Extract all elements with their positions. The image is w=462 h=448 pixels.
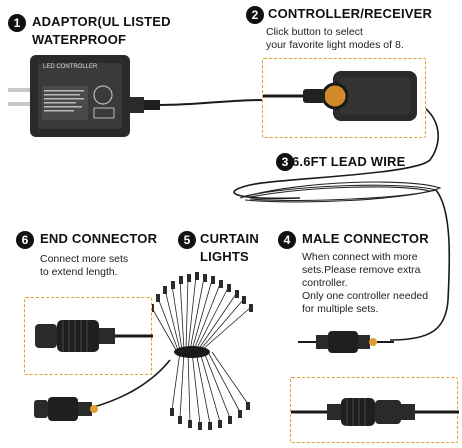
controller-wire <box>233 99 439 200</box>
end-connector-desc-line1: Connect more sets <box>40 253 129 265</box>
adaptor-title-line2: WATERPROOF <box>32 32 127 47</box>
section-number-1: 1 <box>8 14 26 32</box>
male-connector-desc-line1: When connect with more <box>302 251 418 263</box>
end-connector-plug-icon <box>34 397 98 421</box>
controller-title: CONTROLLER/RECEIVER <box>268 6 433 21</box>
male-connector-desc-line4: Only one controller needed <box>302 290 429 302</box>
male-connector-title: MALE CONNECTOR <box>302 231 429 246</box>
end-connector-desc-line2: to extend length. <box>40 266 118 278</box>
adaptor-print-label: LED CONTROLLER <box>43 64 98 70</box>
male-connector-desc-line5: for multiple sets. <box>302 303 379 315</box>
section-number-5: 5 <box>178 231 196 249</box>
adaptor-title-line1: ADAPTOR(UL LISTED <box>32 14 171 29</box>
male-connector-desc-line3: controller. <box>302 277 348 289</box>
section-number-4: 4 <box>278 231 296 249</box>
end-connector-detail-box <box>24 297 153 375</box>
adapter-wire <box>159 99 263 106</box>
controller-desc-line1: Click button to select <box>266 26 363 38</box>
lead-wire-title: 6.6FT LEAD WIRE <box>292 154 406 169</box>
male-connector-wire <box>389 189 451 341</box>
bundle-tie <box>174 346 210 358</box>
section-number-6: 6 <box>16 231 34 249</box>
end-connector-title: END CONNECTOR <box>40 231 158 246</box>
male-connector-detail-box <box>290 377 459 443</box>
led-bulbs <box>150 272 253 430</box>
curtain-lights-title-line1: CURTAIN <box>200 231 259 246</box>
male-connector-desc-line2: sets.Please remove extra <box>302 264 421 276</box>
curtain-lights-title-line2: LIGHTS <box>200 249 249 264</box>
section-number-2: 2 <box>246 6 264 24</box>
controller-detail-box <box>262 58 426 138</box>
plug-connector-icon <box>35 320 153 352</box>
male-connector-plug-icon <box>298 331 394 353</box>
section-number-3: 3 <box>276 153 294 171</box>
male-connector-detail-icon <box>291 398 459 426</box>
end-connector-wire <box>89 359 171 409</box>
controller-box-icon <box>263 71 417 121</box>
power-adapter-icon <box>8 55 160 137</box>
led-string-bundle-icon <box>151 275 251 425</box>
controller-desc-line2: your favorite light modes of 8. <box>266 39 404 51</box>
